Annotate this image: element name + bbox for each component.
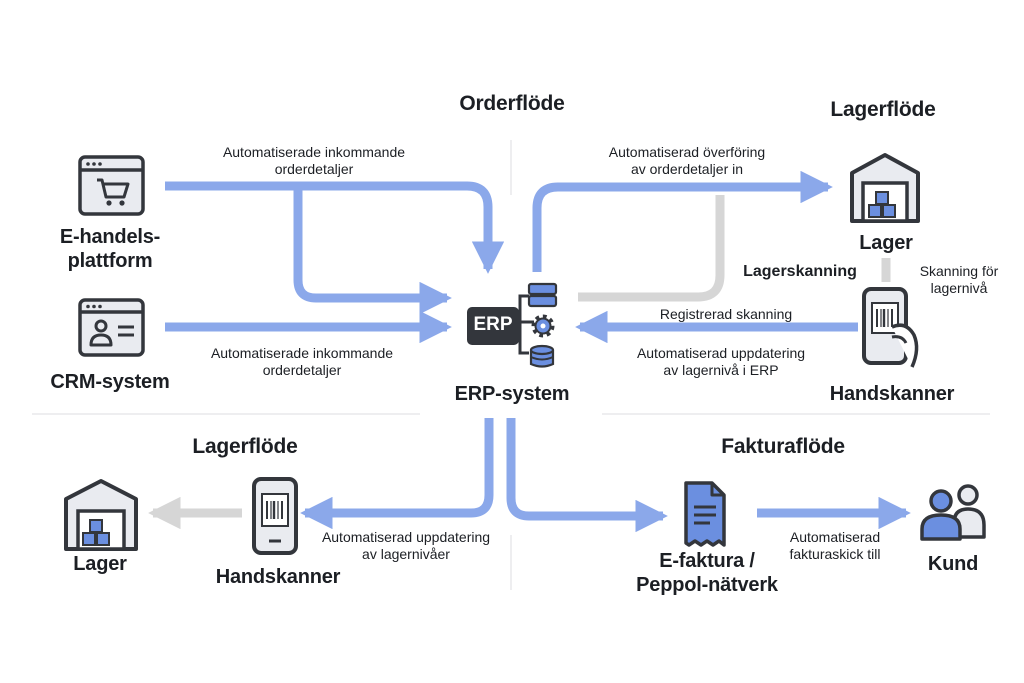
warehouse-icon [64, 479, 138, 551]
section-dividers [32, 140, 990, 590]
flow-update-erp-label: Automatiserad uppdatering av lagernivå i… [636, 345, 806, 378]
invoice-document-icon [684, 481, 726, 547]
erp-icon-label: ERP [473, 314, 513, 335]
flow-scan-to-erp-gray [578, 195, 725, 302]
shopping-cart-window-icon [78, 155, 145, 216]
node-customer-label: Kund [927, 553, 979, 575]
flow-erp-to-einvoice [506, 418, 668, 533]
node-ecommerce-label: E-handels- plattform [59, 226, 161, 272]
flow-ecommerce-to-erp-branch [293, 186, 452, 315]
gear-icon [531, 314, 555, 338]
title-order-flow: Orderflöde [459, 92, 565, 115]
people-icon [920, 484, 986, 541]
node-crm-label: CRM-system [50, 371, 170, 393]
node-erp-label: ERP-system [454, 383, 570, 405]
flow-erp-to-warehouse-label: Automatiserad överföring av orderdetalje… [608, 144, 766, 177]
flow-crm-to-erp-label: Automatiserade inkommande orderdetaljer [210, 345, 394, 378]
handheld-scanner-icon [252, 477, 298, 555]
node-warehouse-top-label: Lager [859, 232, 913, 254]
node-warehouse-bottom-label: Lager [73, 553, 127, 575]
database-icon [529, 344, 555, 368]
flow-stock-scan-label: Lagerskanning [743, 263, 857, 280]
warehouse-icon [850, 153, 920, 223]
node-scanner-bottom-label: Handskanner [215, 566, 341, 588]
flow-scan-for-level-label: Skanning för lagernivå [919, 263, 999, 296]
contact-card-window-icon [78, 298, 145, 357]
gray-flows [148, 195, 891, 530]
title-stock-flow-top: Lagerflöde [830, 98, 936, 121]
title-invoice-flow: Fakturaflöde [721, 435, 845, 458]
flow-ecommerce-to-erp-label: Automatiserade inkommande orderdetaljer [222, 144, 406, 177]
flow-erp-to-bottom-scanner-label: Automatiserad uppdatering av lagernivåer [321, 529, 491, 562]
flow-erp-to-warehouse [532, 170, 833, 272]
flow-erp-to-bottom-scanner [300, 418, 494, 530]
server-icon [527, 282, 558, 296]
node-einvoice-label: E-faktura / Peppol-nätverk [636, 550, 778, 596]
flow-ecommerce-to-erp-top [165, 181, 505, 274]
blue-flows [165, 170, 911, 533]
node-scanner-top-label: Handskanner [829, 383, 955, 405]
handheld-scanner-icon [862, 287, 919, 368]
erp-hub-icon [467, 282, 558, 368]
flow-invoice-to-customer-label: Automatiserad fakturaskick till [789, 529, 881, 562]
flow-registered-scan-label: Registrerad skanning [659, 306, 793, 322]
title-stock-flow-bottom: Lagerflöde [192, 435, 298, 458]
